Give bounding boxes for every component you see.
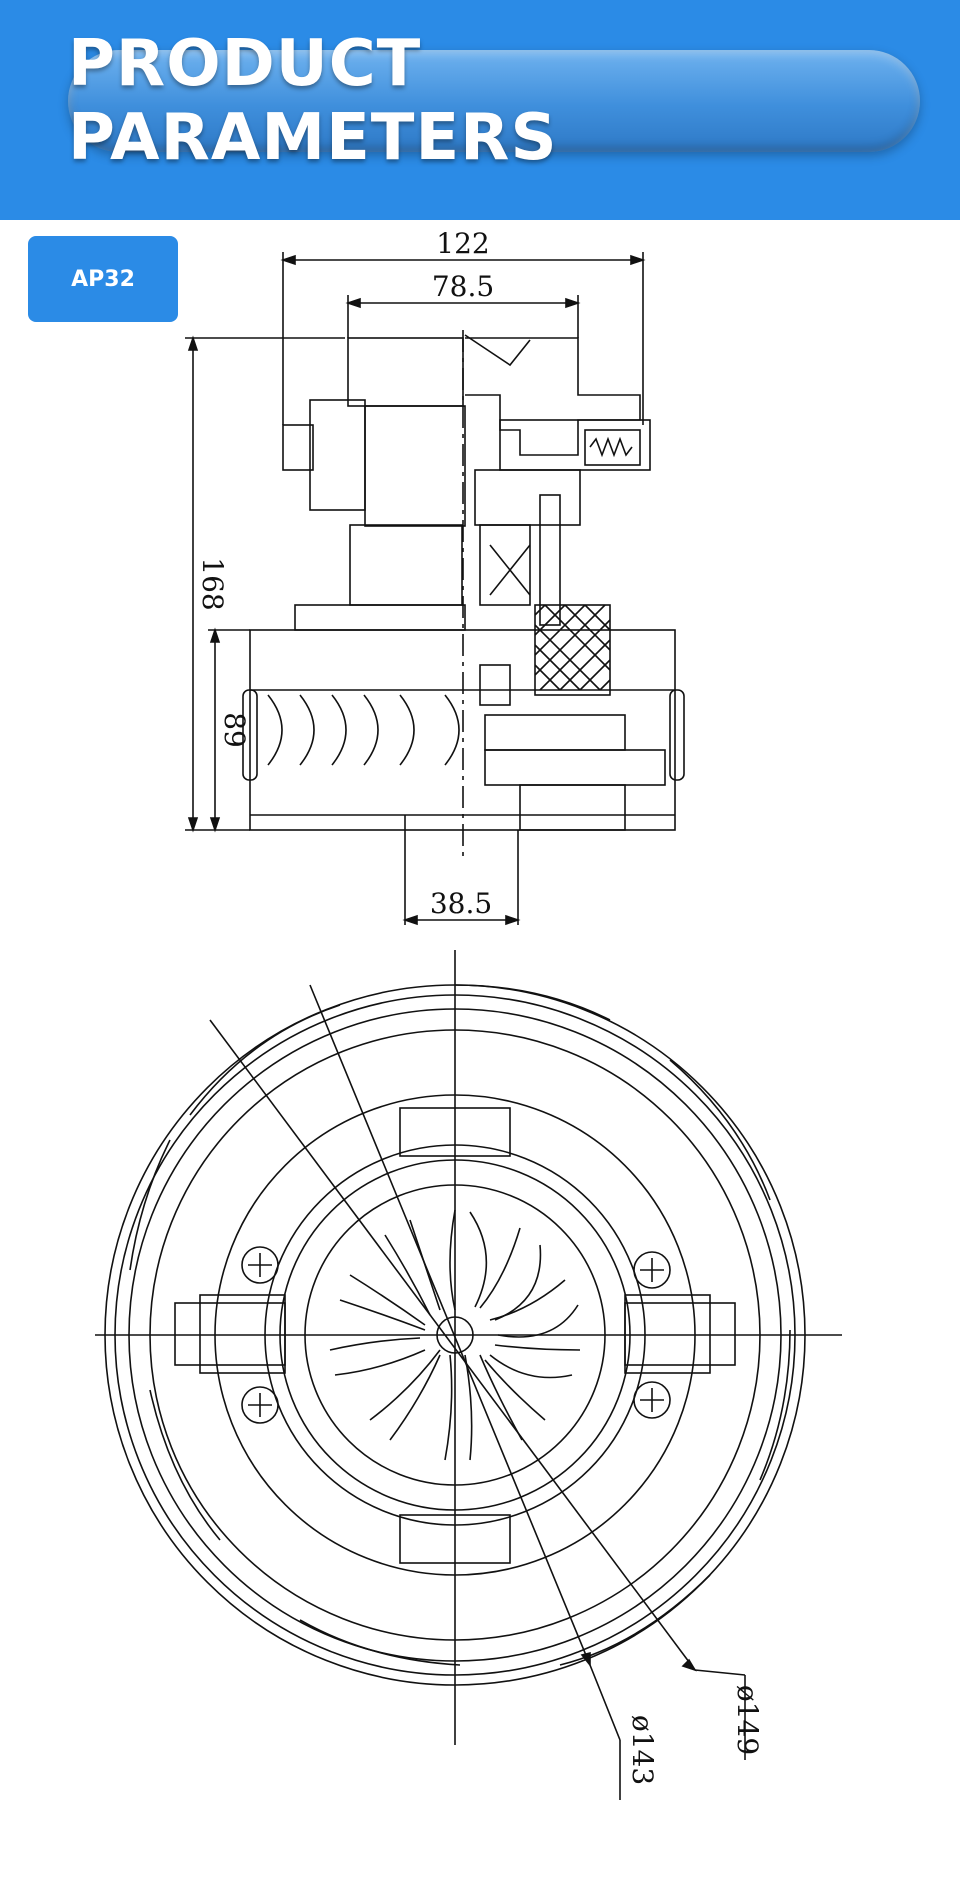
page-title: PRODUCT PARAMETERS xyxy=(68,27,558,175)
dim-overall-width: 122 xyxy=(436,227,489,260)
dim-shaft-offset: 38.5 xyxy=(430,887,492,920)
dim-outer-diameter: ø149 xyxy=(731,1685,764,1755)
dim-lower-height: 89 xyxy=(218,712,251,748)
title-pill: PRODUCT PARAMETERS xyxy=(68,27,920,175)
header-banner: PRODUCT PARAMETERS xyxy=(0,0,960,220)
dim-inner-diameter: ø143 xyxy=(626,1715,659,1785)
side-view xyxy=(185,252,685,926)
front-view xyxy=(95,950,842,1800)
outer-slats xyxy=(129,984,791,1666)
dim-inner-width: 78.5 xyxy=(432,270,494,303)
dim-height: 168 xyxy=(196,557,229,610)
model-badge: AP32 xyxy=(28,236,178,322)
